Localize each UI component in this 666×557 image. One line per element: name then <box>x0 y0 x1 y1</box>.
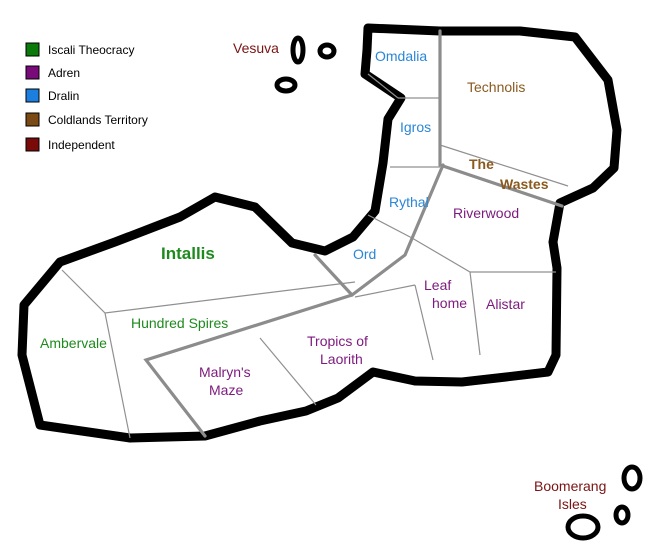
label-the-wastes-line2: Wastes <box>500 176 549 192</box>
label-the-wastes-line1: The <box>469 156 494 172</box>
boomerang-isle-3 <box>565 513 601 541</box>
label-omdalia: Omdalia <box>375 48 427 64</box>
label-technolis: Technolis <box>467 79 525 95</box>
label-igros: Igros <box>400 119 431 135</box>
label-rythal: Rythal <box>389 194 429 210</box>
legend-label: Dralin <box>48 89 79 103</box>
label-hundred-spires: Hundred Spires <box>131 315 228 331</box>
legend-label: Independent <box>48 138 115 152</box>
legend-item-iscali: Iscali Theocracy <box>25 42 134 57</box>
legend-swatch <box>25 65 40 80</box>
label-intallis: Intallis <box>161 244 215 263</box>
legend-item-coldlands: Coldlands Territory <box>25 112 148 127</box>
label-alistar: Alistar <box>486 296 525 312</box>
label-vesuva: Vesuva <box>233 40 279 56</box>
boomerang-isle-2 <box>613 504 631 526</box>
legend-swatch <box>25 112 40 127</box>
label-tropics-line2: Laorith <box>320 351 363 367</box>
vesuva-island-3 <box>274 76 298 94</box>
mainland-coastline <box>17 23 622 443</box>
legend-label: Iscali Theocracy <box>48 43 134 57</box>
legend-label: Adren <box>48 66 80 80</box>
vesuva-island-1 <box>290 35 306 65</box>
legend-item-dralin: Dralin <box>25 88 79 103</box>
label-riverwood: Riverwood <box>453 205 519 221</box>
label-leaf-home-line1: Leaf <box>424 277 451 293</box>
label-malryns-maze-line2: Maze <box>209 382 243 398</box>
legend-swatch <box>25 42 40 57</box>
label-boomerang-isles-line1: Boomerang <box>534 478 606 494</box>
label-tropics-line1: Tropics of <box>307 333 368 349</box>
legend-item-independent: Independent <box>25 137 115 152</box>
legend-swatch <box>25 88 40 103</box>
legend: Iscali Theocracy Adren Dralin Coldlands … <box>25 42 148 152</box>
label-ambervale: Ambervale <box>40 335 107 351</box>
thick-borders <box>143 29 564 438</box>
legend-swatch <box>25 137 40 152</box>
boomerang-isle-1 <box>621 464 643 492</box>
label-boomerang-isles-line2: Isles <box>558 496 587 512</box>
legend-item-adren: Adren <box>25 65 80 80</box>
label-malryns-maze-line1: Malryn's <box>199 364 251 380</box>
legend-label: Coldlands Territory <box>48 113 148 127</box>
label-ord: Ord <box>353 246 376 262</box>
label-leaf-home-line2: home <box>432 295 467 311</box>
thin-borders <box>61 73 569 439</box>
vesuva-island-2 <box>317 42 337 60</box>
